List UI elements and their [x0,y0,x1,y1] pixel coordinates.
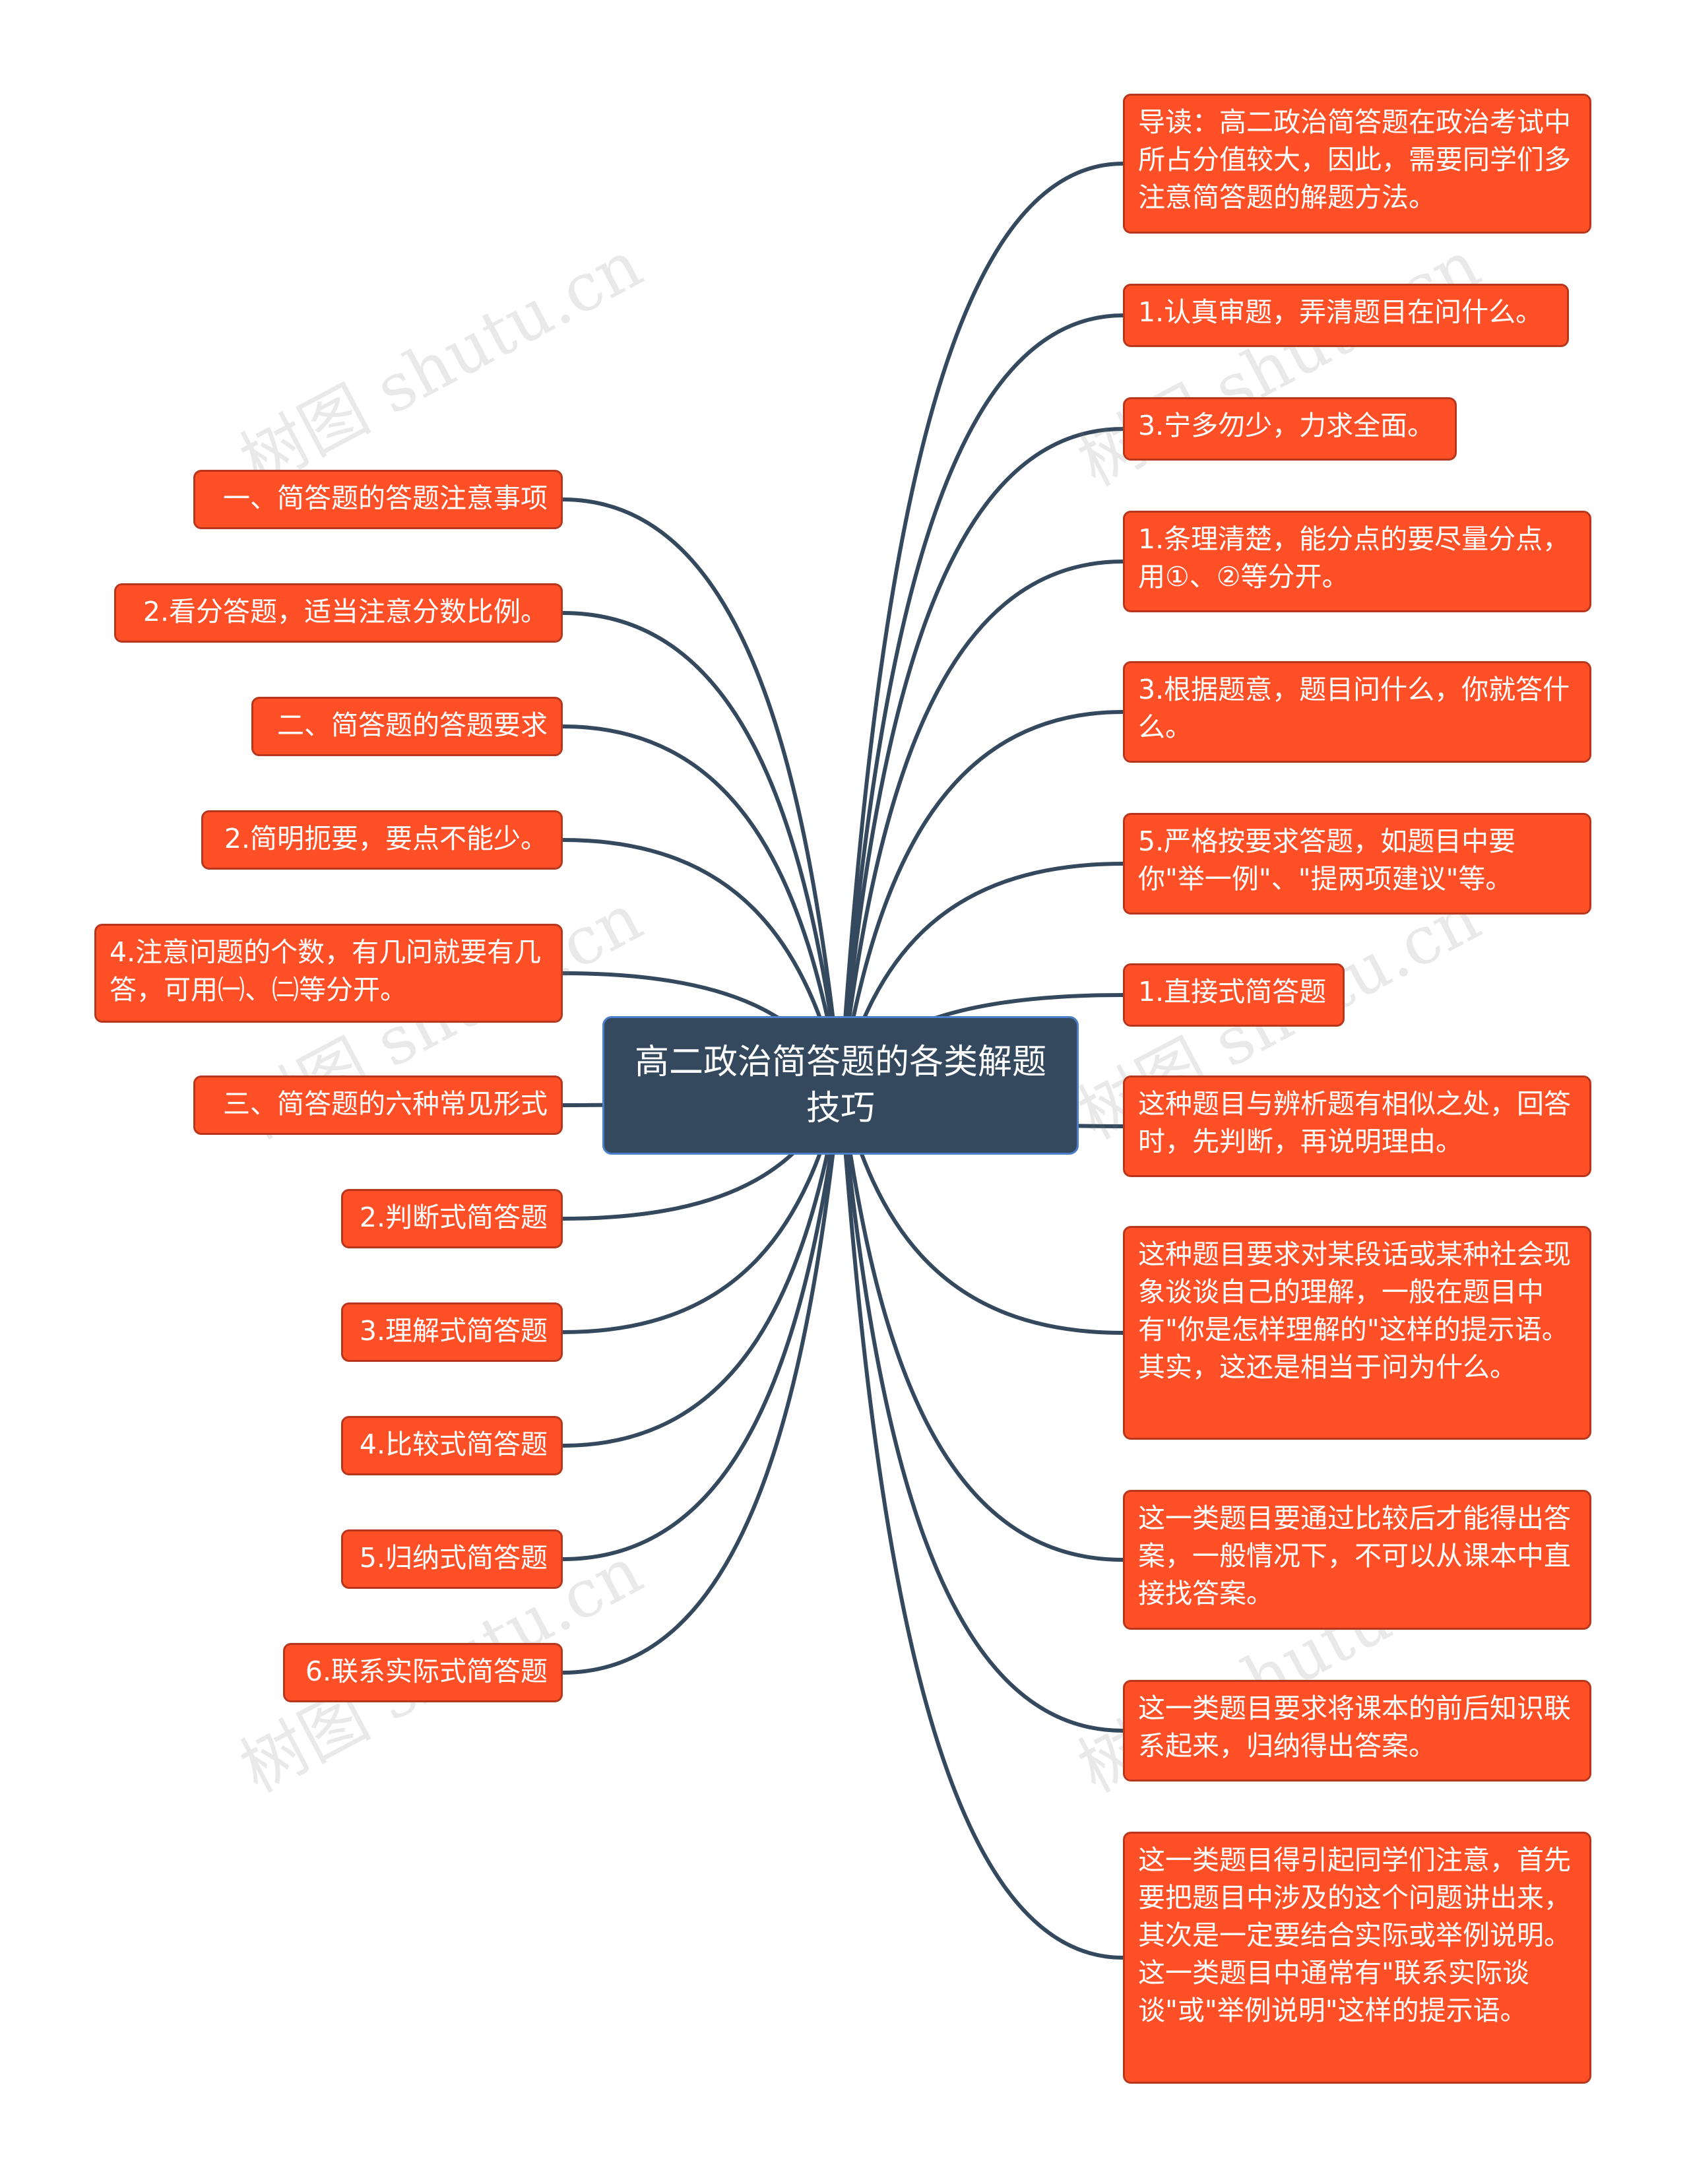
connector-line [561,498,843,1087]
right-node[interactable]: 导读：高二政治简答题在政治考试中所占分值较大，因此，需要同学们多注意简答题的解题… [1123,94,1591,234]
connector-line [561,724,843,1087]
central-topic[interactable]: 高二政治简答题的各类解题技巧 [602,1016,1079,1155]
left-node[interactable]: 4.注意问题的个数，有几问就要有几答，可用㈠、㈡等分开。 [94,924,563,1023]
right-node[interactable]: 1.认真审题，弄清题目在问什么。 [1123,284,1569,347]
right-node[interactable]: 这一类题目要求将课本的前后知识联系起来，归纳得出答案。 [1123,1680,1591,1782]
right-node[interactable]: 5.严格按要求答题，如题目中要你"举一例"、"提两项建议"等。 [1123,813,1591,915]
connector-line [839,313,1125,1087]
connector-line [561,1083,843,1561]
right-node[interactable]: 1.条理清楚，能分点的要尽量分点，用①、②等分开。 [1123,511,1591,612]
right-node[interactable]: 3.宁多勿少，力求全面。 [1123,397,1457,461]
connector-line [839,560,1125,1087]
connector-line [839,1083,1125,1562]
left-node[interactable]: 2.简明扼要，要点不能少。 [201,810,563,870]
connector-line [561,1083,843,1675]
connector-line [561,1083,843,1448]
left-node[interactable]: 2.判断式简答题 [341,1189,563,1248]
connector-line [839,162,1125,1087]
left-node[interactable]: 5.归纳式简答题 [341,1529,563,1589]
right-node[interactable]: 这种题目与辨析题有相似之处，回答时，先判断，再说明理由。 [1123,1076,1591,1177]
connector-line [561,611,843,1087]
connector-line [839,1083,1125,1733]
right-node[interactable]: 这种题目要求对某段话或某种社会现象谈谈自己的理解，一般在题目中有"你是怎样理解的… [1123,1226,1591,1440]
left-node[interactable]: 4.比较式简答题 [341,1416,563,1475]
left-node[interactable]: 三、简答题的六种常见形式 [193,1076,563,1135]
right-node[interactable]: 3.根据题意，题目问什么，你就答什么。 [1123,661,1591,763]
left-node[interactable]: 6.联系实际式简答题 [283,1643,563,1702]
central-topic-title: 高二政治简答题的各类解题技巧 [634,1043,1046,1128]
left-node[interactable]: 3.理解式简答题 [341,1302,563,1362]
connector-line [839,710,1125,1087]
connector-line [839,1083,1125,1960]
left-node[interactable]: 一、简答题的答题注意事项 [193,470,563,529]
right-node[interactable]: 1.直接式简答题 [1123,963,1345,1027]
connector-line [839,427,1125,1087]
right-node[interactable]: 这一类题目得引起同学们注意，首先要把题目中涉及的这个问题讲出来，其次是一定要结合… [1123,1832,1591,2084]
left-node[interactable]: 二、简答题的答题要求 [251,697,563,756]
left-node[interactable]: 2.看分答题，适当注意分数比例。 [114,583,563,643]
right-node[interactable]: 这一类题目要通过比较后才能得出答案，一般情况下，不可以从课本中直接找答案。 [1123,1490,1591,1630]
